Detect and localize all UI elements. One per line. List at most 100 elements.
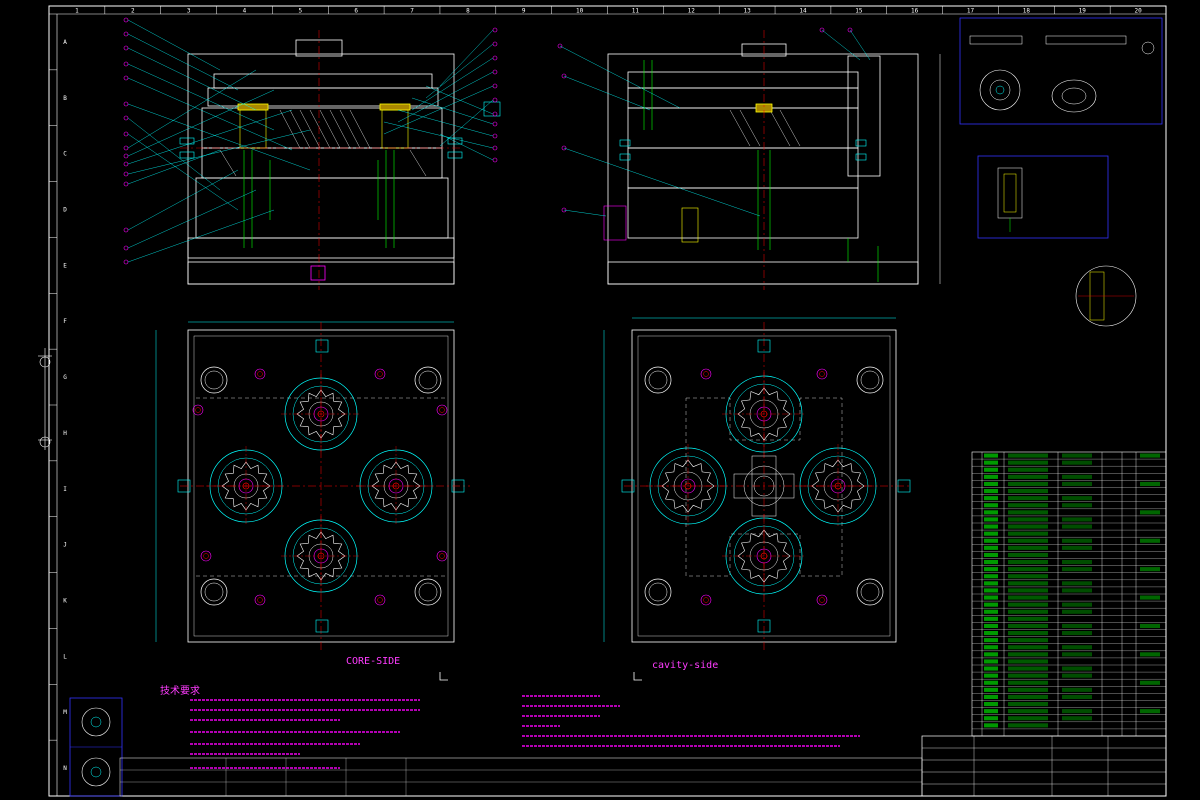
drawing-frame <box>48 5 1167 797</box>
bom-cell <box>1008 517 1048 522</box>
part-layout-thumbnail <box>69 697 123 797</box>
guide-pillar-hole <box>856 366 884 394</box>
bom-cell <box>1062 524 1092 529</box>
balloon-core-left <box>123 259 129 265</box>
detail-view-part <box>959 17 1163 125</box>
balloon-core-right <box>492 97 498 103</box>
column-index-10: 10 <box>576 8 584 15</box>
water-fitting <box>451 479 465 493</box>
bom-cell <box>1008 560 1048 565</box>
row-index-I: I <box>63 486 67 493</box>
column-index-7: 7 <box>410 8 414 15</box>
guide-pillar-hole <box>200 366 228 394</box>
screw-hole <box>374 368 386 380</box>
row-index-B: B <box>63 95 67 102</box>
bom-cell <box>1008 467 1048 472</box>
bom-cell <box>1062 567 1092 572</box>
bom-cell <box>1008 652 1048 657</box>
bom-cell <box>1062 652 1092 657</box>
balloon-core-left <box>123 227 129 233</box>
bom-cell <box>1140 510 1160 515</box>
bom-cell <box>1062 474 1092 479</box>
water-fitting <box>315 339 329 353</box>
bom-cell <box>1008 602 1048 607</box>
balloon-core-left <box>123 61 129 67</box>
bom-cell <box>984 510 998 515</box>
bom-cell <box>984 659 998 664</box>
row-index-N: N <box>63 765 67 772</box>
bom-cell <box>984 652 998 657</box>
balloon-core-left <box>123 115 129 121</box>
bom-cell <box>984 496 998 501</box>
bom-cell <box>984 524 998 529</box>
bom-cell <box>984 702 998 707</box>
technical-notes-title: 技术要求 <box>160 686 200 697</box>
row-index-L: L <box>63 653 67 660</box>
bom-cell <box>1062 588 1092 593</box>
balloon-leaders-cavity <box>557 27 871 217</box>
balloon-cavity <box>561 73 567 79</box>
screw-hole <box>700 594 712 606</box>
bom-cell <box>1008 567 1048 572</box>
column-index-14: 14 <box>799 8 807 15</box>
bom-cell <box>984 503 998 508</box>
guide-pillar-hole <box>200 578 228 606</box>
bom-cell <box>984 709 998 714</box>
bom-cell <box>1008 474 1048 479</box>
column-index-8: 8 <box>466 8 470 15</box>
bom-cell <box>1062 581 1092 586</box>
bom-cell <box>1062 666 1092 671</box>
guide-pillar-hole <box>644 578 672 606</box>
column-index-9: 9 <box>522 8 526 15</box>
bom-cell <box>1062 538 1092 543</box>
balloon-core-left <box>123 245 129 251</box>
row-index-E: E <box>63 262 67 269</box>
bom-cell <box>984 460 998 465</box>
balloon-core-left <box>123 145 129 151</box>
row-index-D: D <box>63 207 67 214</box>
balloon-core-right <box>492 133 498 139</box>
cavity-insert <box>722 372 806 456</box>
bom-cell <box>1062 631 1092 636</box>
bom-cell <box>1008 510 1048 515</box>
column-index-3: 3 <box>187 8 191 15</box>
bom-cell <box>984 581 998 586</box>
cavity-insert <box>281 374 361 454</box>
column-index-19: 19 <box>1079 8 1087 15</box>
bom-cell <box>984 489 998 494</box>
bom-cell <box>1008 659 1048 664</box>
balloon-cavity <box>847 27 853 33</box>
column-index-17: 17 <box>967 8 975 15</box>
row-index-G: G <box>63 374 67 381</box>
bom-cell <box>984 481 998 486</box>
water-fitting <box>757 339 771 353</box>
bom-cell <box>1008 623 1048 628</box>
balloon-core-left <box>123 31 129 37</box>
balloon-core-left <box>123 17 129 23</box>
bom-cell <box>1008 609 1048 614</box>
water-fitting <box>897 479 911 493</box>
balloon-cavity <box>561 145 567 151</box>
balloon-core-right <box>492 145 498 151</box>
cavity-insert <box>281 516 361 596</box>
screw-hole <box>436 550 448 562</box>
core-side-view-label: CORE-SIDE <box>346 656 401 667</box>
bom-cell <box>984 588 998 593</box>
row-index-M: M <box>63 709 67 716</box>
bom-cell <box>1062 560 1092 565</box>
bom-cell <box>984 560 998 565</box>
balloon-core-left <box>123 131 129 137</box>
bom-cell <box>1008 631 1048 636</box>
plan-view-cavity-side <box>603 317 911 650</box>
water-fitting <box>315 619 329 633</box>
screw-hole <box>254 594 266 606</box>
balloon-core-left <box>123 171 129 177</box>
bom-cell <box>984 623 998 628</box>
bom-cell <box>1062 503 1092 508</box>
bom-cell <box>1008 616 1048 621</box>
guide-pillar-hole <box>414 366 442 394</box>
bom-cell <box>1008 481 1048 486</box>
guide-pillar-hole <box>856 578 884 606</box>
